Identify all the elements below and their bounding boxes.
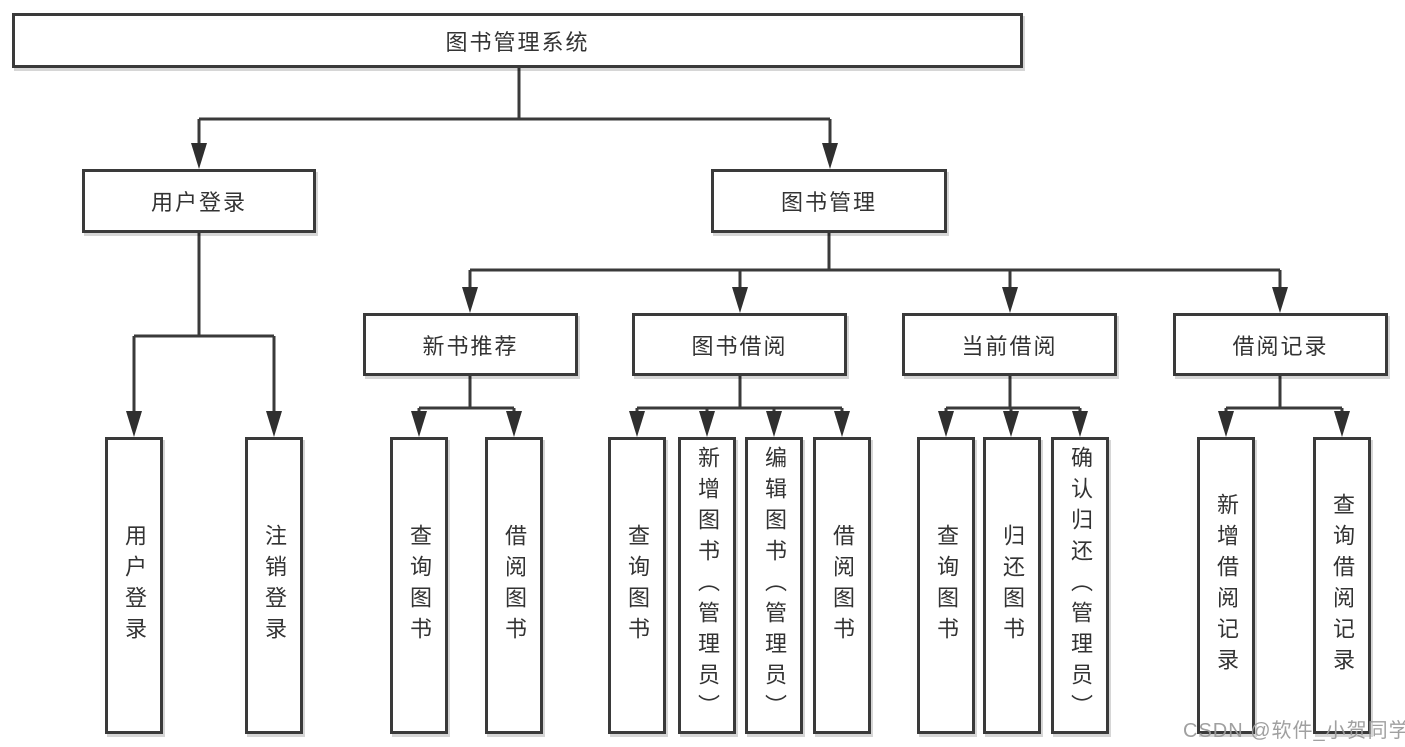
- node-current-borrowing: 当前借阅: [902, 313, 1117, 376]
- node-book-borrowing: 图书借阅: [632, 313, 847, 376]
- leaf-confirm-return-admin-label: 确认归还（管理员）: [1068, 446, 1093, 725]
- leaf-borrow-books-label: 借阅图书: [830, 523, 855, 648]
- leaf-user-login-label: 用户登录: [122, 523, 147, 648]
- node-library-system: 图书管理系统: [12, 13, 1023, 68]
- leaf-edit-books-admin: 编辑图书（管理员）: [745, 437, 803, 734]
- node-borrow-records-label: 借阅记录: [1232, 333, 1329, 359]
- connector-borrowrecords-to-leaves: [1224, 376, 1344, 415]
- connector-root-to-level2: [197, 68, 832, 147]
- leaf-return-books-label: 归还图书: [1000, 523, 1025, 648]
- leaf-borrow-query-books-label: 查询图书: [625, 523, 650, 648]
- leaf-add-books-admin: 新增图书（管理员）: [678, 437, 736, 734]
- node-book-management: 图书管理: [711, 169, 947, 233]
- leaf-newbooks-borrow-books-label: 借阅图书: [502, 523, 527, 648]
- leaf-edit-books-admin-label: 编辑图书（管理员）: [762, 446, 787, 725]
- leaf-newbooks-borrow-books: 借阅图书: [485, 437, 543, 734]
- leaf-logout-label: 注销登录: [262, 523, 287, 648]
- leaf-query-borrow-record: 查询借阅记录: [1313, 437, 1371, 734]
- arrowheads-down: [126, 143, 1350, 437]
- connector-userlogin-to-leaves: [132, 233, 276, 415]
- node-borrow-records: 借阅记录: [1173, 313, 1388, 376]
- node-user-login: 用户登录: [82, 169, 316, 233]
- leaf-return-books: 归还图书: [983, 437, 1041, 734]
- leaf-newbooks-query-books: 查询图书: [390, 437, 448, 734]
- connector-bookborrow-to-leaves: [635, 376, 844, 415]
- leaf-confirm-return-admin: 确认归还（管理员）: [1051, 437, 1109, 734]
- leaf-current-query-books: 查询图书: [917, 437, 975, 734]
- watermark: CSDN @软件_小贺同学: [1183, 720, 1405, 742]
- leaf-add-books-admin-label: 新增图书（管理员）: [695, 446, 720, 725]
- connector-bookmgmt-to-level3: [468, 233, 1282, 291]
- leaf-newbooks-query-books-label: 查询图书: [407, 523, 432, 648]
- leaf-current-query-books-label: 查询图书: [934, 523, 959, 648]
- leaf-logout: 注销登录: [245, 437, 303, 734]
- node-new-book-recommend: 新书推荐: [363, 313, 578, 376]
- leaf-borrow-books: 借阅图书: [813, 437, 871, 734]
- leaf-query-borrow-record-label: 查询借阅记录: [1330, 492, 1355, 679]
- node-book-management-label: 图书管理: [780, 190, 877, 215]
- node-current-borrowing-label: 当前借阅: [961, 333, 1058, 359]
- leaf-add-borrow-record-label: 新增借阅记录: [1214, 492, 1239, 679]
- connector-currentborrow-to-leaves: [944, 376, 1082, 415]
- connector-newbooks-to-leaves: [417, 376, 516, 415]
- node-library-system-label: 图书管理系统: [445, 29, 590, 55]
- leaf-borrow-query-books: 查询图书: [608, 437, 666, 734]
- node-user-login-label: 用户登录: [150, 190, 247, 215]
- leaf-user-login: 用户登录: [105, 437, 163, 734]
- node-book-borrowing-label: 图书借阅: [691, 333, 788, 359]
- leaf-add-borrow-record: 新增借阅记录: [1197, 437, 1255, 734]
- node-new-book-recommend-label: 新书推荐: [422, 333, 519, 359]
